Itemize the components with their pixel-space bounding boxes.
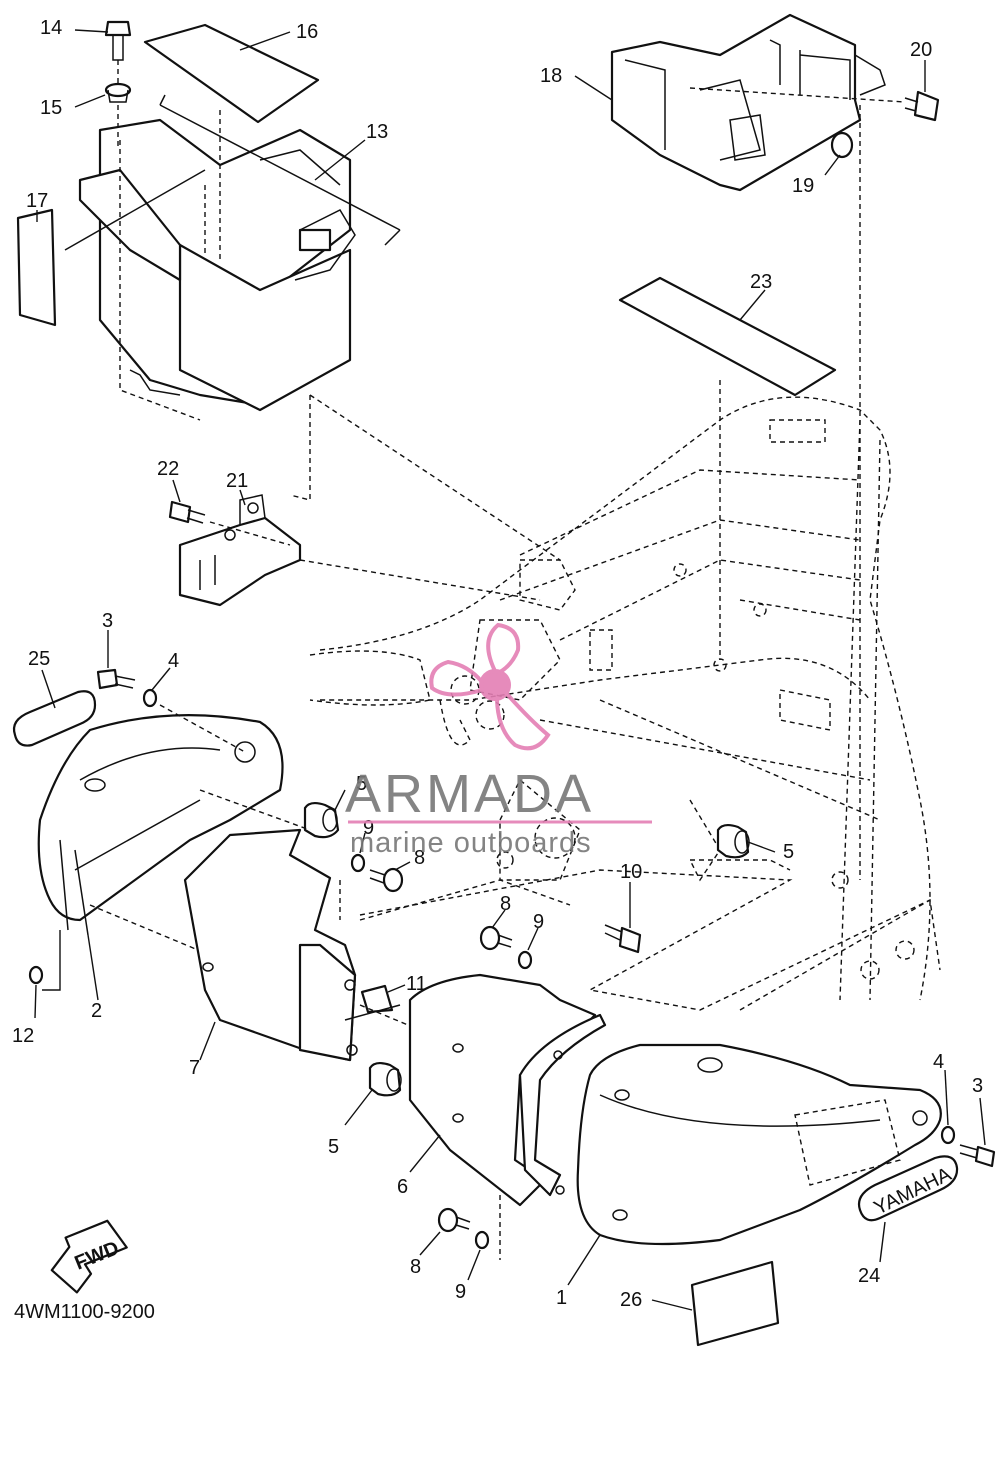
ecu-pad	[618, 276, 837, 397]
callout-5-lower: 5	[328, 1136, 339, 1158]
battery-box	[64, 94, 401, 421]
screw-8-upper	[369, 867, 404, 893]
callout-17: 17	[26, 190, 48, 212]
callout-6: 6	[397, 1176, 408, 1198]
washer-4-left	[142, 688, 158, 708]
callout-1: 1	[556, 1287, 567, 1309]
callout-4-right: 4	[933, 1051, 944, 1073]
callout-8-low: 8	[410, 1256, 421, 1278]
callout-numbers: 14 16 15 13 17 18 20 19 23 22 21 3 25 4 …	[12, 17, 983, 1311]
frame-assembly	[309, 396, 931, 1001]
callout-8-upper: 8	[414, 847, 425, 869]
side-pad	[16, 208, 57, 327]
drawing-code: 4WM1100-9200	[14, 1301, 155, 1323]
screw-8-mid	[479, 925, 513, 951]
washer-9-low	[474, 1230, 490, 1250]
left-cover	[37, 714, 284, 936]
clip-11	[344, 984, 401, 1021]
bolt-20	[904, 90, 940, 122]
watermark-tagline: marine outboards	[350, 827, 592, 859]
callout-8-mid: 8	[500, 893, 511, 915]
emblem-25	[12, 690, 97, 747]
callout-3-left: 3	[102, 610, 113, 632]
callout-24: 24	[858, 1265, 880, 1287]
grommet-5-right	[716, 823, 750, 859]
washer-12	[28, 965, 44, 985]
battery-pad	[143, 23, 320, 124]
callout-14: 14	[40, 17, 62, 39]
bolt-3-right	[959, 1144, 996, 1168]
callout-9-mid: 9	[533, 911, 544, 933]
callout-21: 21	[226, 470, 248, 492]
propeller-icon	[429, 622, 551, 751]
label-26	[690, 1260, 780, 1347]
callout-9-low: 9	[455, 1281, 466, 1303]
fwd-arrow-icon: FWD	[50, 1219, 128, 1294]
callout-16: 16	[296, 21, 318, 43]
grommet-5-upper	[303, 801, 340, 839]
callout-2: 2	[91, 1000, 102, 1022]
watermark: ARMADA marine outboards	[345, 622, 652, 859]
callout-19: 19	[792, 175, 814, 197]
callout-3-right: 3	[972, 1075, 983, 1097]
callout-5-right: 5	[783, 841, 794, 863]
right-cover	[576, 1043, 942, 1246]
callout-20: 20	[910, 39, 932, 61]
watermark-brand: ARMADA	[345, 764, 594, 824]
nut-19	[830, 131, 854, 159]
bolt-22	[168, 500, 206, 524]
callout-10: 10	[620, 861, 642, 883]
callout-11: 11	[406, 973, 427, 995]
washer-9-upper	[350, 853, 366, 873]
screw-14	[104, 20, 132, 61]
callout-13: 13	[366, 121, 388, 143]
callout-15: 15	[40, 97, 62, 119]
bolt-3-left	[96, 668, 136, 690]
callout-5-upper: 5	[356, 773, 367, 795]
inner-cover-7	[183, 828, 358, 1062]
callout-12: 12	[12, 1025, 34, 1047]
bolt-10	[604, 924, 642, 954]
collar-15	[104, 82, 132, 103]
callout-9-upper: 9	[363, 817, 374, 839]
callout-25: 25	[28, 648, 50, 670]
inner-cover-6	[408, 973, 607, 1207]
bracket-21	[178, 494, 302, 607]
callout-22: 22	[157, 458, 179, 480]
callout-4-left: 4	[168, 650, 179, 672]
callout-7: 7	[189, 1057, 200, 1079]
callout-18: 18	[540, 65, 562, 87]
screw-8-low	[437, 1207, 471, 1233]
grommet-5-lower	[368, 1061, 402, 1097]
washer-9-mid	[517, 950, 533, 970]
washer-4-right	[940, 1125, 956, 1145]
callout-23: 23	[750, 271, 772, 293]
callout-26: 26	[620, 1289, 642, 1311]
leader-lines	[34, 29, 986, 1311]
ecu-bracket	[610, 13, 886, 192]
